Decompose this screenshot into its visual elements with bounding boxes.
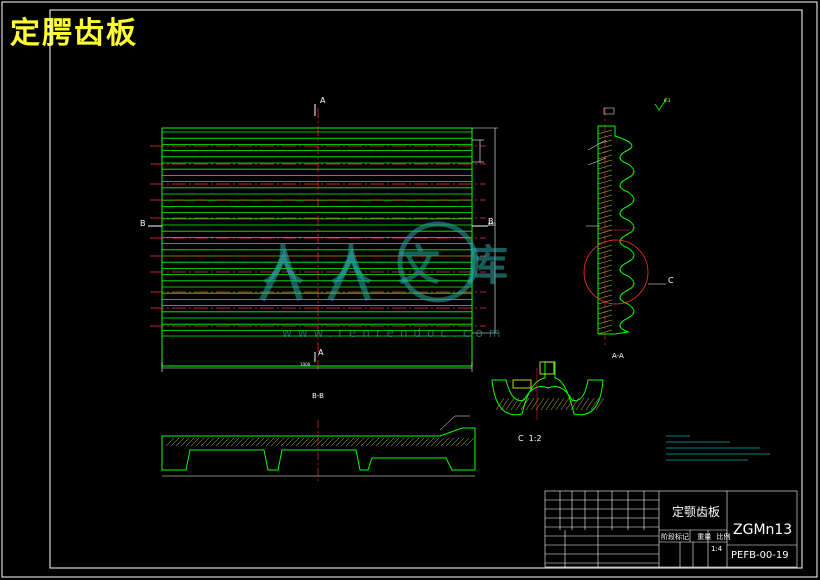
svg-text:800: 800 <box>488 222 496 227</box>
title-block-drawing-number: PEFB-00-19 <box>731 550 789 561</box>
section-b-b <box>161 415 476 484</box>
section-a-a: 6.3 <box>583 97 671 345</box>
detail-c-scale: C 1:2 <box>518 434 542 443</box>
watermark-text: 人人文库 <box>262 241 535 290</box>
svg-text:1000: 1000 <box>300 362 311 367</box>
title-block-scale-value: 1:4 <box>711 545 723 553</box>
detail-c <box>491 361 605 420</box>
section-b-left-label: B <box>140 219 146 228</box>
view-bb-label: B-B <box>312 392 324 400</box>
title-block <box>544 490 798 568</box>
svg-text:6.3: 6.3 <box>664 98 671 103</box>
view-aa-label: A-A <box>612 352 624 360</box>
inner-border <box>49 9 803 569</box>
detail-c-marker: C <box>668 276 674 285</box>
section-b-right-label: B <box>488 217 494 226</box>
title-block-header-labels: 阶段标记 重量 比例 <box>661 532 730 542</box>
title-block-material: ZGMn13 <box>733 522 793 538</box>
section-a-top-label: A <box>320 96 326 105</box>
plan-view: 1000 800 <box>148 104 498 372</box>
drawing-title: 定腭齿板 <box>10 16 138 51</box>
watermark-url: www.renrendoc.com <box>282 326 507 340</box>
technical-notes <box>666 435 770 461</box>
section-a-bottom-label: A <box>318 348 324 357</box>
stage-mark-label: 阶段标记 <box>661 533 689 541</box>
watermark-logo <box>259 221 479 303</box>
scale-label: 比例 <box>716 533 731 541</box>
title-block-drawing-title: 定颚齿板 <box>672 505 721 519</box>
weight-label: 重量 <box>697 533 712 541</box>
